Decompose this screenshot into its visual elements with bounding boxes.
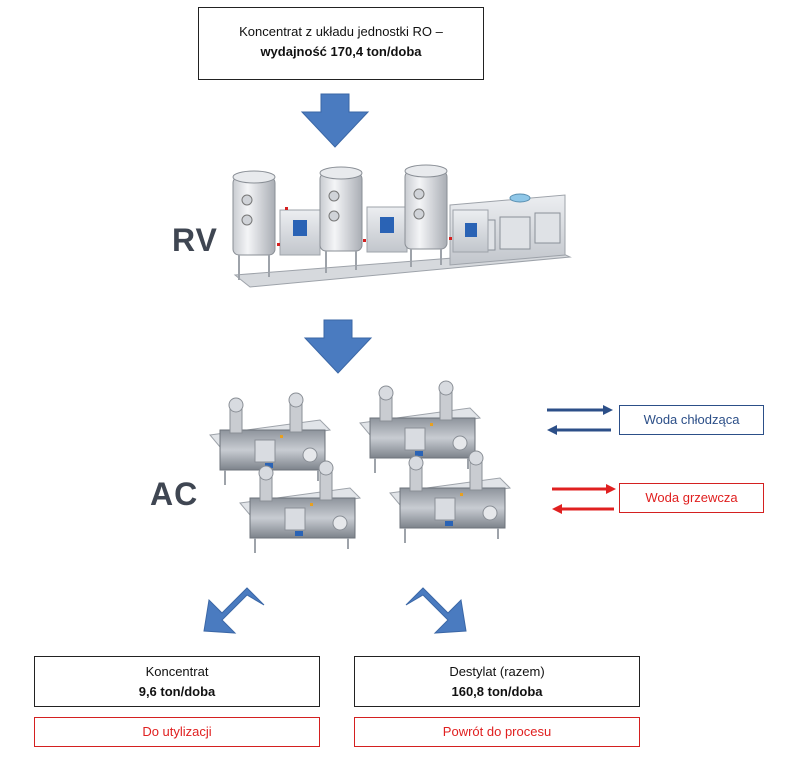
source-box-line2: wydajność 170,4 ton/doba	[260, 44, 422, 59]
heating-water-arrows	[552, 484, 616, 514]
source-box-line1: Koncentrat z układu jednostki RO –	[239, 24, 443, 39]
rv-unit-image	[232, 164, 572, 288]
cooling-water-box: Woda chłodząca	[619, 405, 764, 435]
flow-arrow-to-concentrate	[203, 587, 265, 634]
cooling-water-label: Woda chłodząca	[643, 412, 740, 427]
ac-label: AC	[150, 476, 199, 512]
distillate-title: Destylat (razem)	[449, 664, 545, 679]
heating-water-label: Woda grzewcza	[645, 490, 738, 505]
rv-label: RV	[172, 222, 218, 258]
return-box: Powrót do procesu	[354, 717, 640, 747]
source-box: Koncentrat z układu jednostki RO – wydaj…	[198, 7, 484, 80]
flow-arrow-down-1	[300, 93, 370, 148]
distillate-amount: 160,8 ton/doba	[451, 684, 543, 699]
concentrate-title: Koncentrat	[145, 664, 209, 679]
cooling-water-arrows	[547, 405, 613, 435]
concentrate-amount: 9,6 ton/doba	[138, 684, 216, 699]
return-label: Powrót do procesu	[442, 724, 552, 739]
concentrate-box: Koncentrat 9,6 ton/doba	[34, 656, 320, 707]
flow-arrow-to-distillate	[405, 587, 467, 634]
disposal-box: Do utylizacji	[34, 717, 320, 747]
disposal-label: Do utylizacji	[142, 724, 212, 739]
ac-units-image	[209, 380, 511, 554]
flow-arrow-down-2	[303, 319, 373, 374]
heating-water-box: Woda grzewcza	[619, 483, 764, 513]
distillate-box: Destylat (razem) 160,8 ton/doba	[354, 656, 640, 707]
